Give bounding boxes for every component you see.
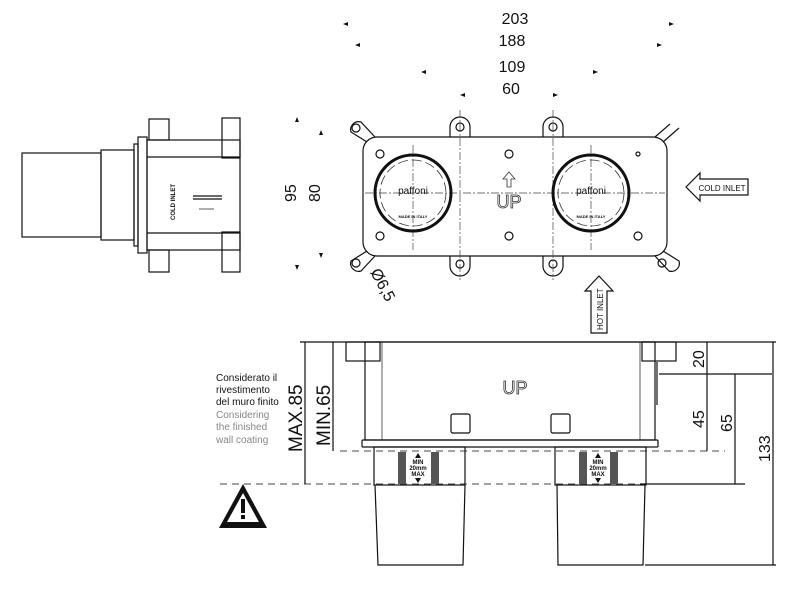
valve-right: paffoni MADE IN ITALY	[551, 153, 631, 233]
dim-133: 133	[757, 435, 774, 462]
up-arrow-icon	[502, 171, 516, 188]
cold-inlet-arrow: COLD INLET	[685, 171, 749, 203]
dim-188: 188	[499, 33, 526, 50]
hot-inlet-arrow: HOT INLET	[583, 275, 615, 334]
note-it-line-1: Considerato il	[216, 373, 277, 384]
side-cold-inlet-label: COLD INLET	[171, 184, 177, 220]
dim-45: 45	[691, 410, 708, 428]
top-dimensions: 203 188 109 60	[295, 11, 674, 270]
dim-65: 65	[719, 414, 736, 432]
min-65-label: MIN.65	[314, 385, 335, 446]
dim-20: 20	[691, 350, 708, 368]
brand-logo-right: paffoni	[576, 186, 606, 197]
front-up-label: UP	[496, 192, 521, 212]
made-in-label-left: MADE IN ITALY	[399, 214, 428, 219]
dim-80: 80	[307, 184, 324, 202]
section-up-label: UP	[502, 378, 527, 398]
cylinder-right: MIN 20mm MAX	[554, 446, 647, 566]
dim-95: 95	[283, 184, 300, 202]
adjust-max-label: MAX	[591, 472, 604, 478]
side-dimension-arrowheads	[295, 117, 323, 270]
brand-logo-left: paffoni	[398, 186, 428, 197]
made-in-label-right: MADE IN ITALY	[577, 214, 606, 219]
max-85-label: MAX.85	[286, 384, 307, 452]
note-en-line-2: the finished	[216, 422, 267, 433]
adjust-min-label: MIN	[413, 460, 424, 466]
warning-triangle-icon	[219, 484, 267, 528]
wall-coating-note: Considerato il rivestimento del muro fin…	[215, 373, 279, 446]
note-en-line-3: wall coating	[215, 435, 268, 446]
section-view: UP MIN 20mm MAX MIN 20mm MAX	[220, 341, 776, 566]
hot-inlet-label: HOT INLET	[596, 288, 605, 330]
note-it-line-2: rivestimento	[216, 385, 270, 396]
dim-109: 109	[499, 59, 526, 76]
cold-inlet-label: COLD INLET	[698, 184, 745, 193]
cylinder-left: MIN 20mm MAX	[373, 446, 466, 566]
front-view: paffoni MADE IN ITALY paffoni MADE IN IT…	[350, 110, 680, 305]
dim-203: 203	[502, 11, 529, 28]
valve-left: paffoni MADE IN ITALY	[373, 153, 453, 233]
note-it-line-3: del muro finito	[216, 397, 279, 408]
side-view: COLD INLET	[21, 117, 241, 273]
adjust-min-label: MIN	[593, 460, 604, 466]
dim-60: 60	[502, 81, 520, 98]
note-en-line-1: Considering	[216, 410, 269, 421]
hole-diameter: Ø6,5	[366, 266, 397, 305]
adjust-range-label: 20mm	[409, 466, 426, 472]
adjust-range-label: 20mm	[589, 466, 606, 472]
adjust-max-label: MAX	[411, 472, 424, 478]
mounting-plate	[362, 136, 668, 257]
